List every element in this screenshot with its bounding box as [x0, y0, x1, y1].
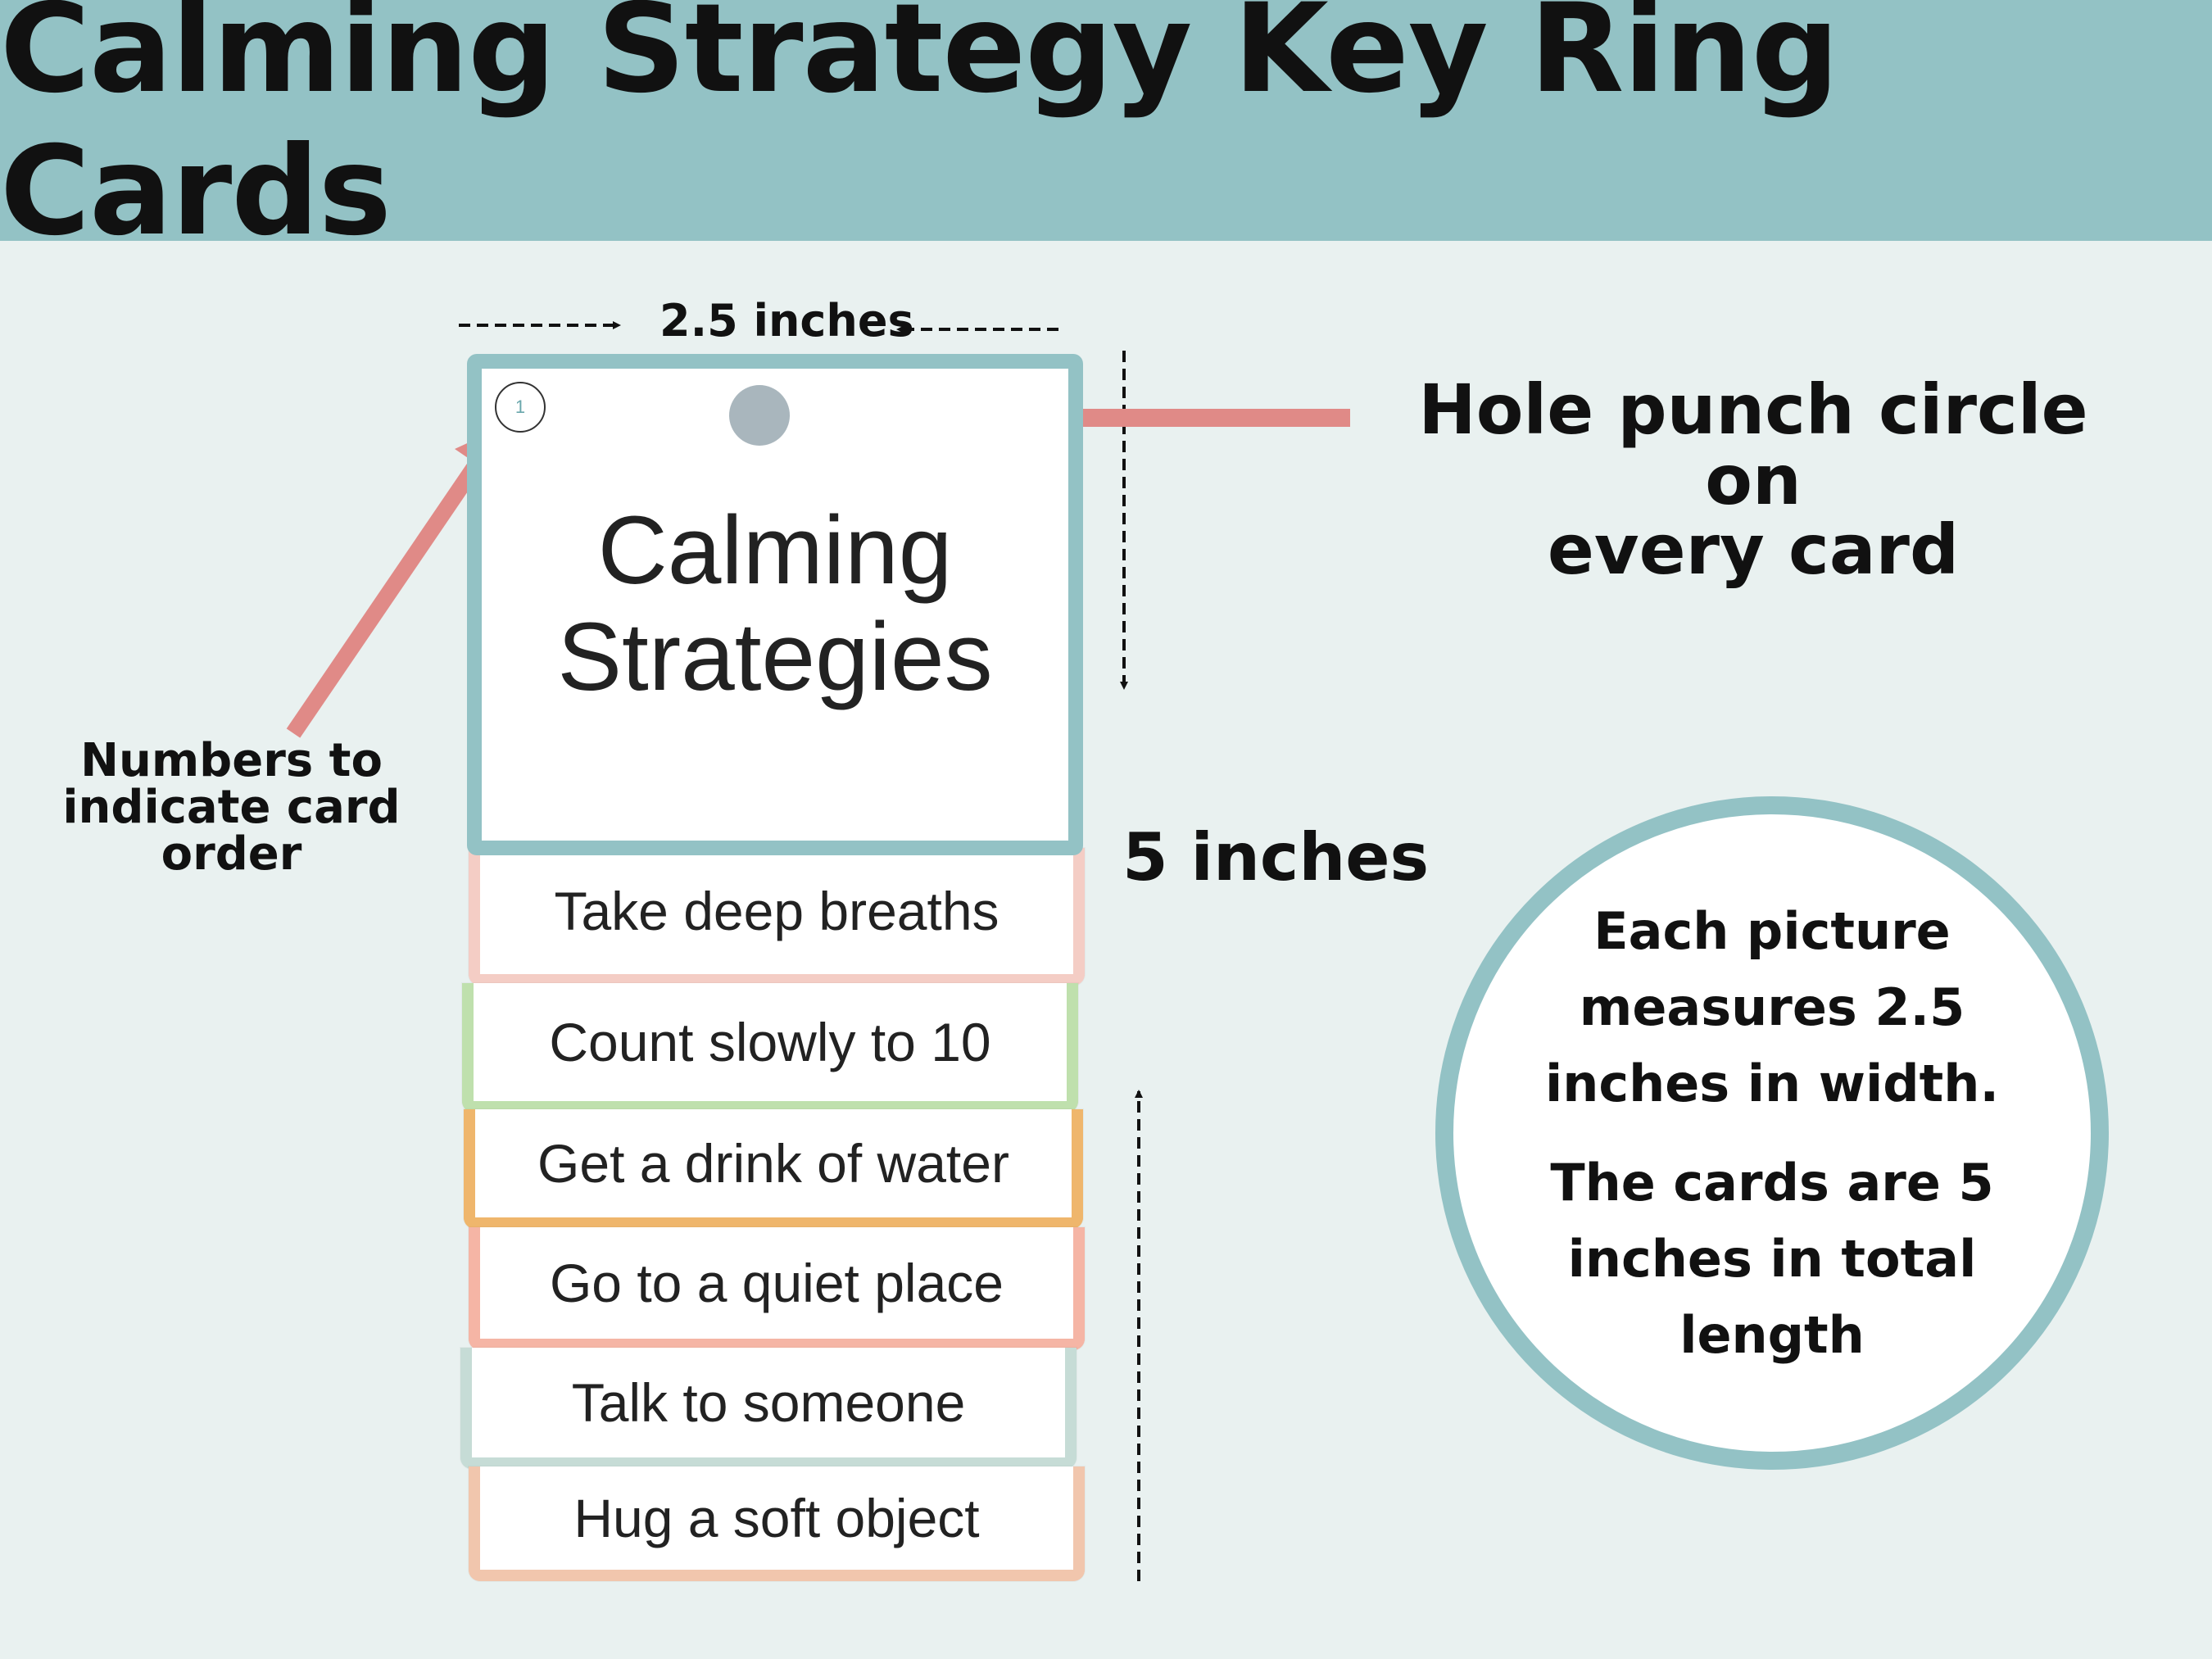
- numbers-annotation-line1: Numbers to: [80, 734, 383, 787]
- hole-punch-annotation-line2: every card: [1547, 510, 1960, 591]
- title-card: 1 Calming Strategies: [467, 354, 1083, 855]
- info-circle: Each picture measures 2.5 inches in widt…: [1435, 796, 2109, 1470]
- page-title: Calming Strategy Key Ring Cards: [0, 0, 1839, 263]
- numbers-arrow-shaft: [286, 459, 484, 738]
- numbers-annotation: Numbers to indicate card order: [33, 737, 430, 877]
- strategy-card-label: Take deep breaths: [554, 881, 999, 941]
- strategy-card: Hug a soft object: [469, 1466, 1085, 1581]
- strategy-card-label: Hug a soft object: [573, 1488, 980, 1548]
- header-banner: Calming Strategy Key Ring Cards: [0, 0, 2212, 263]
- info-length-text: The cards are 5 inches in total length: [1550, 1153, 1994, 1365]
- hole-punch-annotation: Hole punch circle on every card: [1360, 369, 2146, 591]
- strategy-card-label: Count slowly to 10: [549, 1012, 991, 1072]
- card-number-badge: 1: [495, 382, 546, 433]
- strategy-card: Go to a quiet place: [469, 1227, 1085, 1350]
- strategy-card: Talk to someone: [460, 1348, 1077, 1469]
- length-label: 5 inches: [1122, 819, 1430, 895]
- numbers-annotation-line2: indicate card: [62, 781, 401, 835]
- strategy-card-label: Talk to someone: [571, 1372, 966, 1433]
- width-label: 2.5 inches: [660, 295, 914, 347]
- strategy-card: Take deep breaths: [469, 848, 1085, 986]
- strategy-card-label: Go to a quiet place: [549, 1253, 1004, 1313]
- hole-punch-circle: [729, 385, 790, 446]
- strategy-card: Get a drink of water: [464, 1109, 1083, 1229]
- numbers-annotation-line3: order: [161, 827, 302, 882]
- hole-punch-annotation-line1: Hole punch circle on: [1418, 369, 2088, 520]
- title-card-line1: Calming: [597, 496, 953, 605]
- strategy-card: Count slowly to 10: [462, 983, 1078, 1113]
- info-width-text: Each picture measures 2.5 inches in widt…: [1544, 901, 2000, 1113]
- strategy-card-label: Get a drink of water: [537, 1133, 1009, 1194]
- title-card-line2: Strategies: [557, 603, 993, 711]
